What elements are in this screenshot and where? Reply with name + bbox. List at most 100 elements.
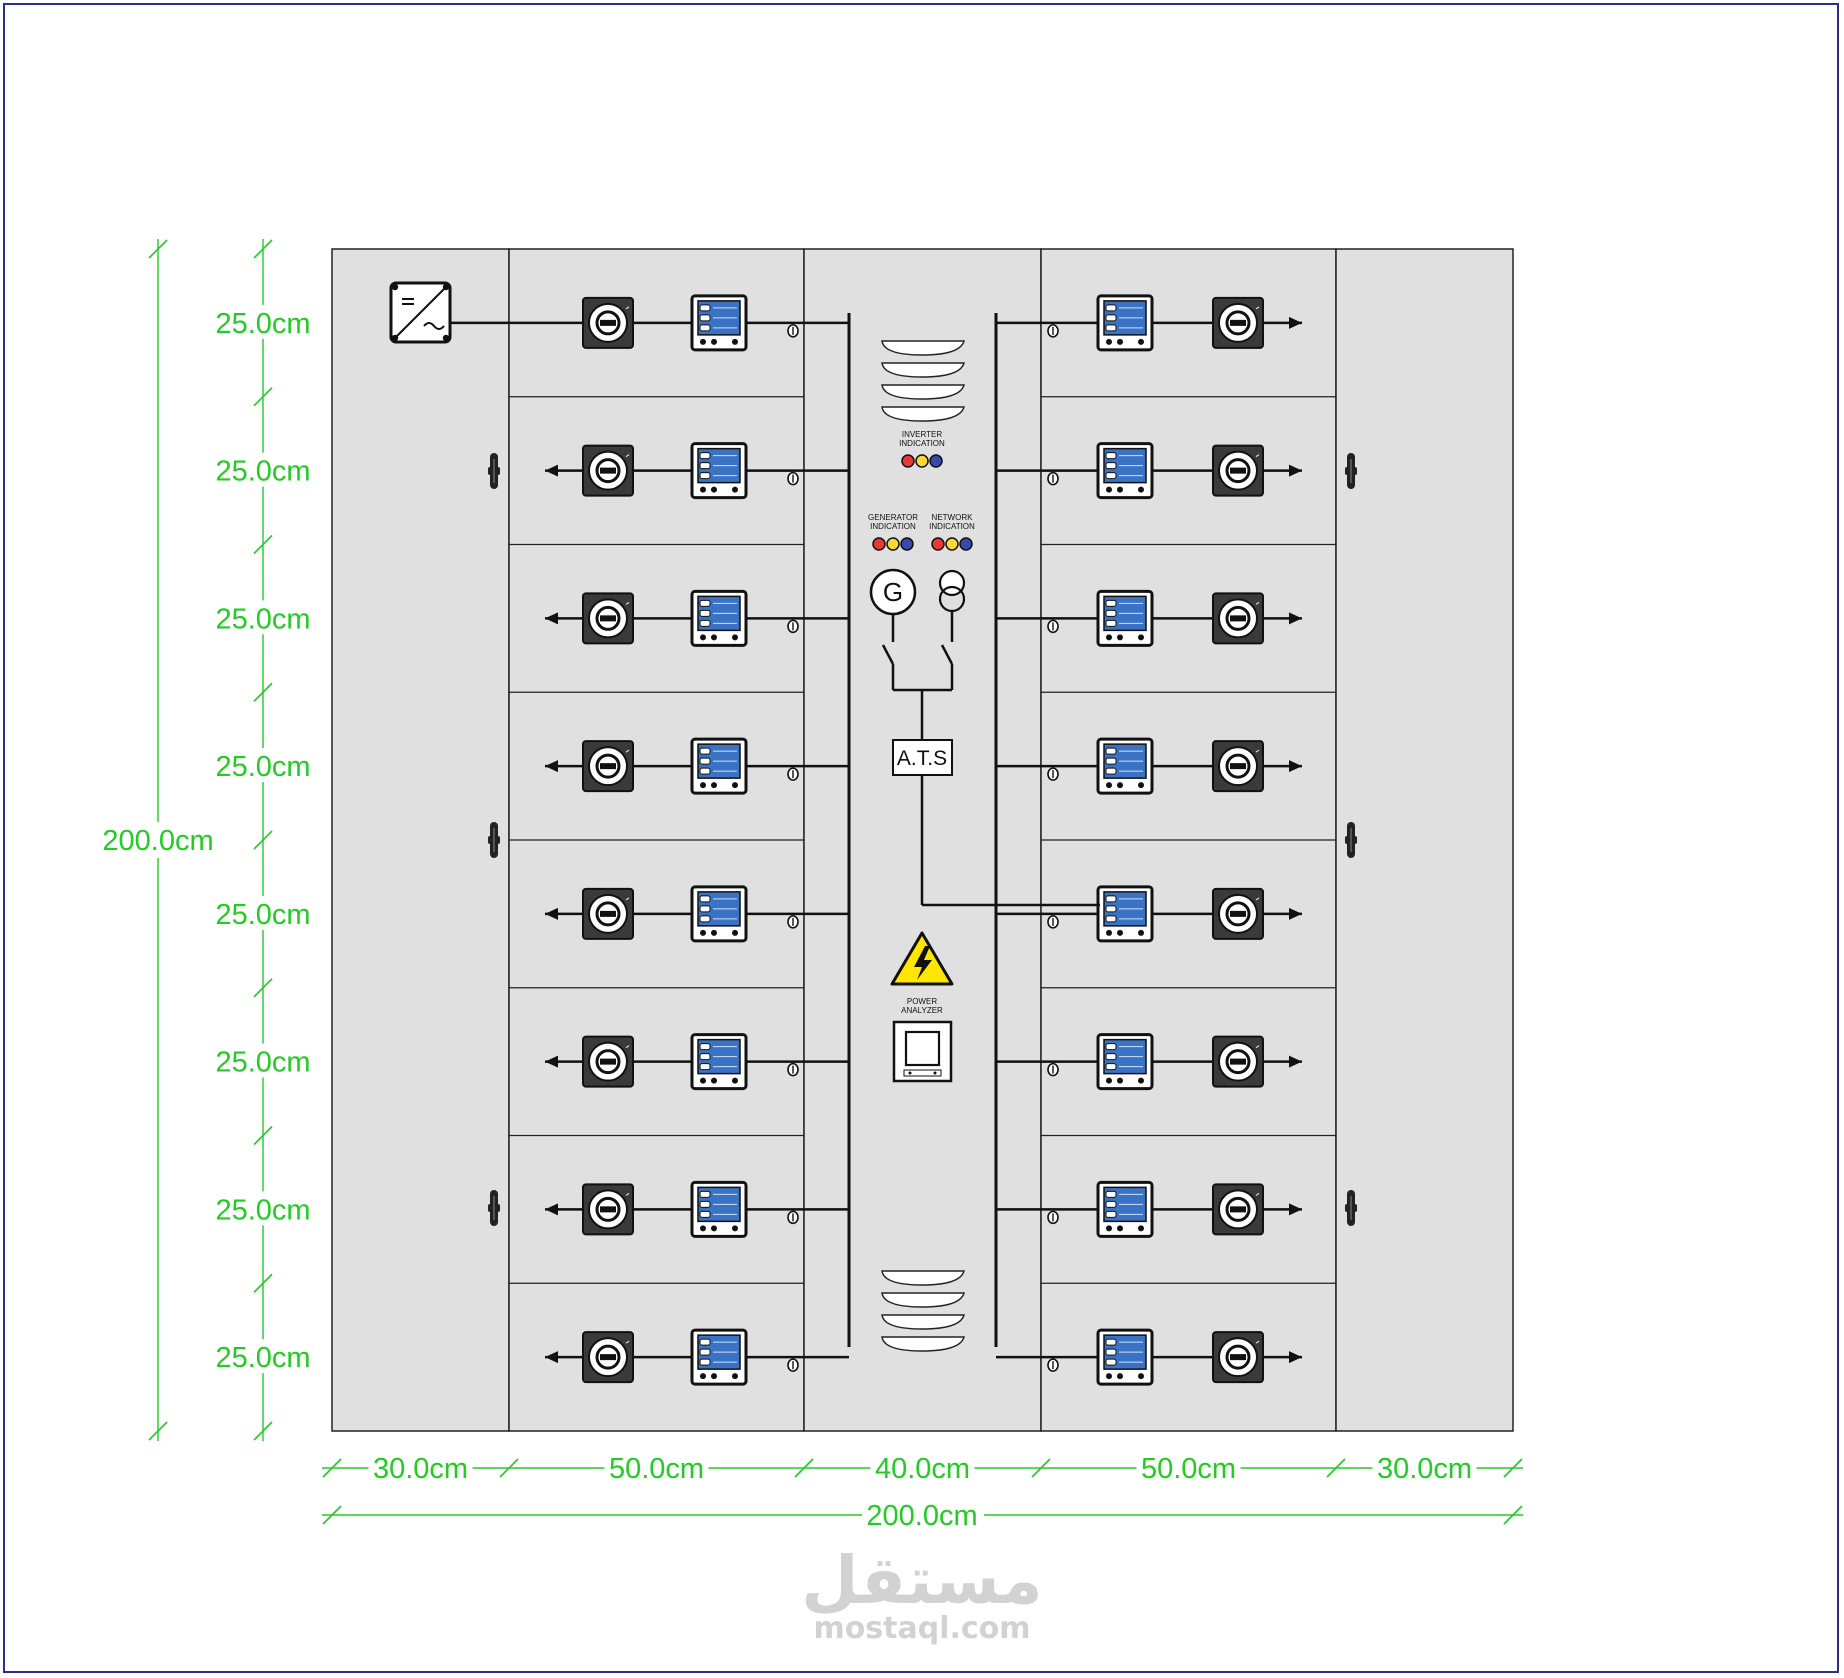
outgoing-arrow-icon bbox=[1289, 316, 1302, 329]
generator-indicator-lamps bbox=[872, 537, 914, 551]
terminal-icon bbox=[1047, 471, 1059, 486]
door-hinge-icon bbox=[1345, 453, 1357, 489]
network-indication: NETWORK INDICATION bbox=[929, 513, 975, 551]
column-width-label: 50.0cm bbox=[609, 1453, 704, 1485]
rotary-switch-icon bbox=[1212, 444, 1264, 497]
inverter-indication-label-1: INVERTER bbox=[902, 430, 943, 439]
indicator-lamp-icon bbox=[915, 454, 929, 468]
row-height-label: 25.0cm bbox=[215, 899, 310, 931]
rotary-switch-icon bbox=[1212, 1035, 1264, 1088]
network-indication-label-1: NETWORK bbox=[932, 513, 974, 522]
terminal-icon bbox=[1047, 619, 1059, 634]
outgoing-arrow-icon bbox=[1289, 760, 1302, 773]
outgoing-arrow-icon bbox=[1289, 464, 1302, 477]
top-vent-louver bbox=[881, 340, 965, 356]
terminal-icon bbox=[787, 1358, 799, 1372]
outgoing-arrow-icon bbox=[1289, 907, 1302, 920]
left-feeder-1 bbox=[450, 294, 849, 352]
left-side-panel bbox=[331, 248, 510, 1432]
rotary-switch-icon bbox=[582, 444, 634, 497]
right-feeder-7 bbox=[996, 1180, 1302, 1238]
drawing-frame bbox=[3, 3, 1839, 1673]
indicator-lamp-icon bbox=[929, 454, 943, 468]
total-height-label: 200.0cm bbox=[102, 825, 213, 857]
outgoing-arrow-icon bbox=[545, 1055, 558, 1068]
power-analyzer-label-2: ANALYZER bbox=[901, 1006, 943, 1015]
digital-meter-icon bbox=[690, 737, 748, 795]
terminal-icon bbox=[1047, 1062, 1059, 1077]
row-dividers bbox=[509, 396, 1336, 1284]
bottom-vent-louver bbox=[881, 1336, 965, 1352]
left-feeder-2 bbox=[545, 442, 849, 500]
bottom-vent-louver bbox=[881, 1314, 965, 1330]
column-width-label: 30.0cm bbox=[373, 1453, 468, 1485]
high-voltage-warning-icon bbox=[890, 931, 954, 986]
dimension-lines: 25.0cm25.0cm25.0cm25.0cm25.0cm25.0cm25.0… bbox=[97, 239, 1523, 1533]
terminal-icon bbox=[1047, 915, 1059, 929]
digital-meter-icon bbox=[1096, 1328, 1154, 1386]
outgoing-arrow-icon bbox=[1289, 1055, 1302, 1068]
right-feeder-6 bbox=[996, 1033, 1302, 1091]
watermark: مستقل mostaql.com bbox=[801, 1542, 1042, 1646]
door-hinges bbox=[488, 453, 1357, 1226]
outgoing-arrow-icon bbox=[1289, 1351, 1302, 1364]
digital-meter-icon bbox=[690, 1033, 748, 1091]
terminal-icon bbox=[1047, 1358, 1059, 1372]
indicator-lamp-icon bbox=[872, 537, 886, 551]
terminal-icon bbox=[1047, 767, 1059, 781]
digital-meter-icon bbox=[690, 1328, 748, 1386]
digital-meter-icon bbox=[690, 589, 748, 647]
outgoing-arrow-icon bbox=[545, 1203, 558, 1216]
right-feeder-4 bbox=[996, 737, 1302, 795]
rotary-switch-icon bbox=[582, 740, 634, 793]
digital-meter-icon bbox=[1096, 885, 1154, 943]
watermark-arabic: مستقل bbox=[801, 1542, 1042, 1619]
outgoing-arrow-icon bbox=[545, 907, 558, 920]
top-vent-louver bbox=[881, 362, 965, 378]
row-height-label: 25.0cm bbox=[215, 1342, 310, 1374]
outgoing-arrow-icon bbox=[1289, 612, 1302, 625]
door-hinge-icon bbox=[488, 822, 500, 858]
inverter-icon bbox=[389, 281, 452, 344]
outgoing-arrow-icon bbox=[545, 464, 558, 477]
right-feeder-3 bbox=[996, 589, 1302, 647]
row-height-label: 25.0cm bbox=[215, 751, 310, 783]
row-height-label: 25.0cm bbox=[215, 456, 310, 488]
rotary-switch-icon bbox=[1212, 887, 1264, 940]
digital-meter-icon bbox=[1096, 442, 1154, 500]
outgoing-arrow-icon bbox=[545, 760, 558, 773]
generator-indication: GENERATOR INDICATION bbox=[868, 513, 918, 551]
terminal-icon bbox=[787, 1210, 799, 1225]
rotary-switch-icon bbox=[1212, 592, 1264, 645]
indicator-lamp-icon bbox=[900, 537, 914, 551]
digital-meter-icon bbox=[1096, 1033, 1154, 1091]
left-feeder-5 bbox=[545, 885, 849, 943]
row-height-label: 25.0cm bbox=[215, 603, 310, 635]
terminal-icon bbox=[787, 915, 799, 929]
rotary-switch-icon bbox=[582, 296, 634, 349]
door-hinge-icon bbox=[1345, 1190, 1357, 1226]
door-hinge-icon bbox=[488, 1190, 500, 1226]
bottom-vent-louver bbox=[881, 1270, 965, 1286]
total-width-dimension: 200.0cm bbox=[322, 1495, 1523, 1533]
digital-meter-icon bbox=[1096, 589, 1154, 647]
rotary-switch-icon bbox=[1212, 1183, 1264, 1236]
right-side-panel bbox=[1335, 248, 1514, 1432]
rotary-switch-icon bbox=[1212, 1331, 1264, 1384]
network-indicator-lamps bbox=[931, 537, 973, 551]
terminal-icon bbox=[787, 767, 799, 781]
digital-meter-icon bbox=[690, 442, 748, 500]
terminal-icon bbox=[787, 619, 799, 634]
right-feeder-1 bbox=[996, 294, 1302, 352]
outgoing-arrow-icon bbox=[545, 612, 558, 625]
generator-symbol: G bbox=[869, 568, 917, 616]
outgoing-arrow-icon bbox=[1289, 1203, 1302, 1216]
terminal-icon bbox=[1047, 1210, 1059, 1225]
digital-meter-icon bbox=[690, 885, 748, 943]
rotary-switch-icon bbox=[582, 592, 634, 645]
top-vent-louver bbox=[881, 406, 965, 422]
bottom-vent-louver bbox=[881, 1292, 965, 1308]
indicator-lamp-icon bbox=[931, 537, 945, 551]
